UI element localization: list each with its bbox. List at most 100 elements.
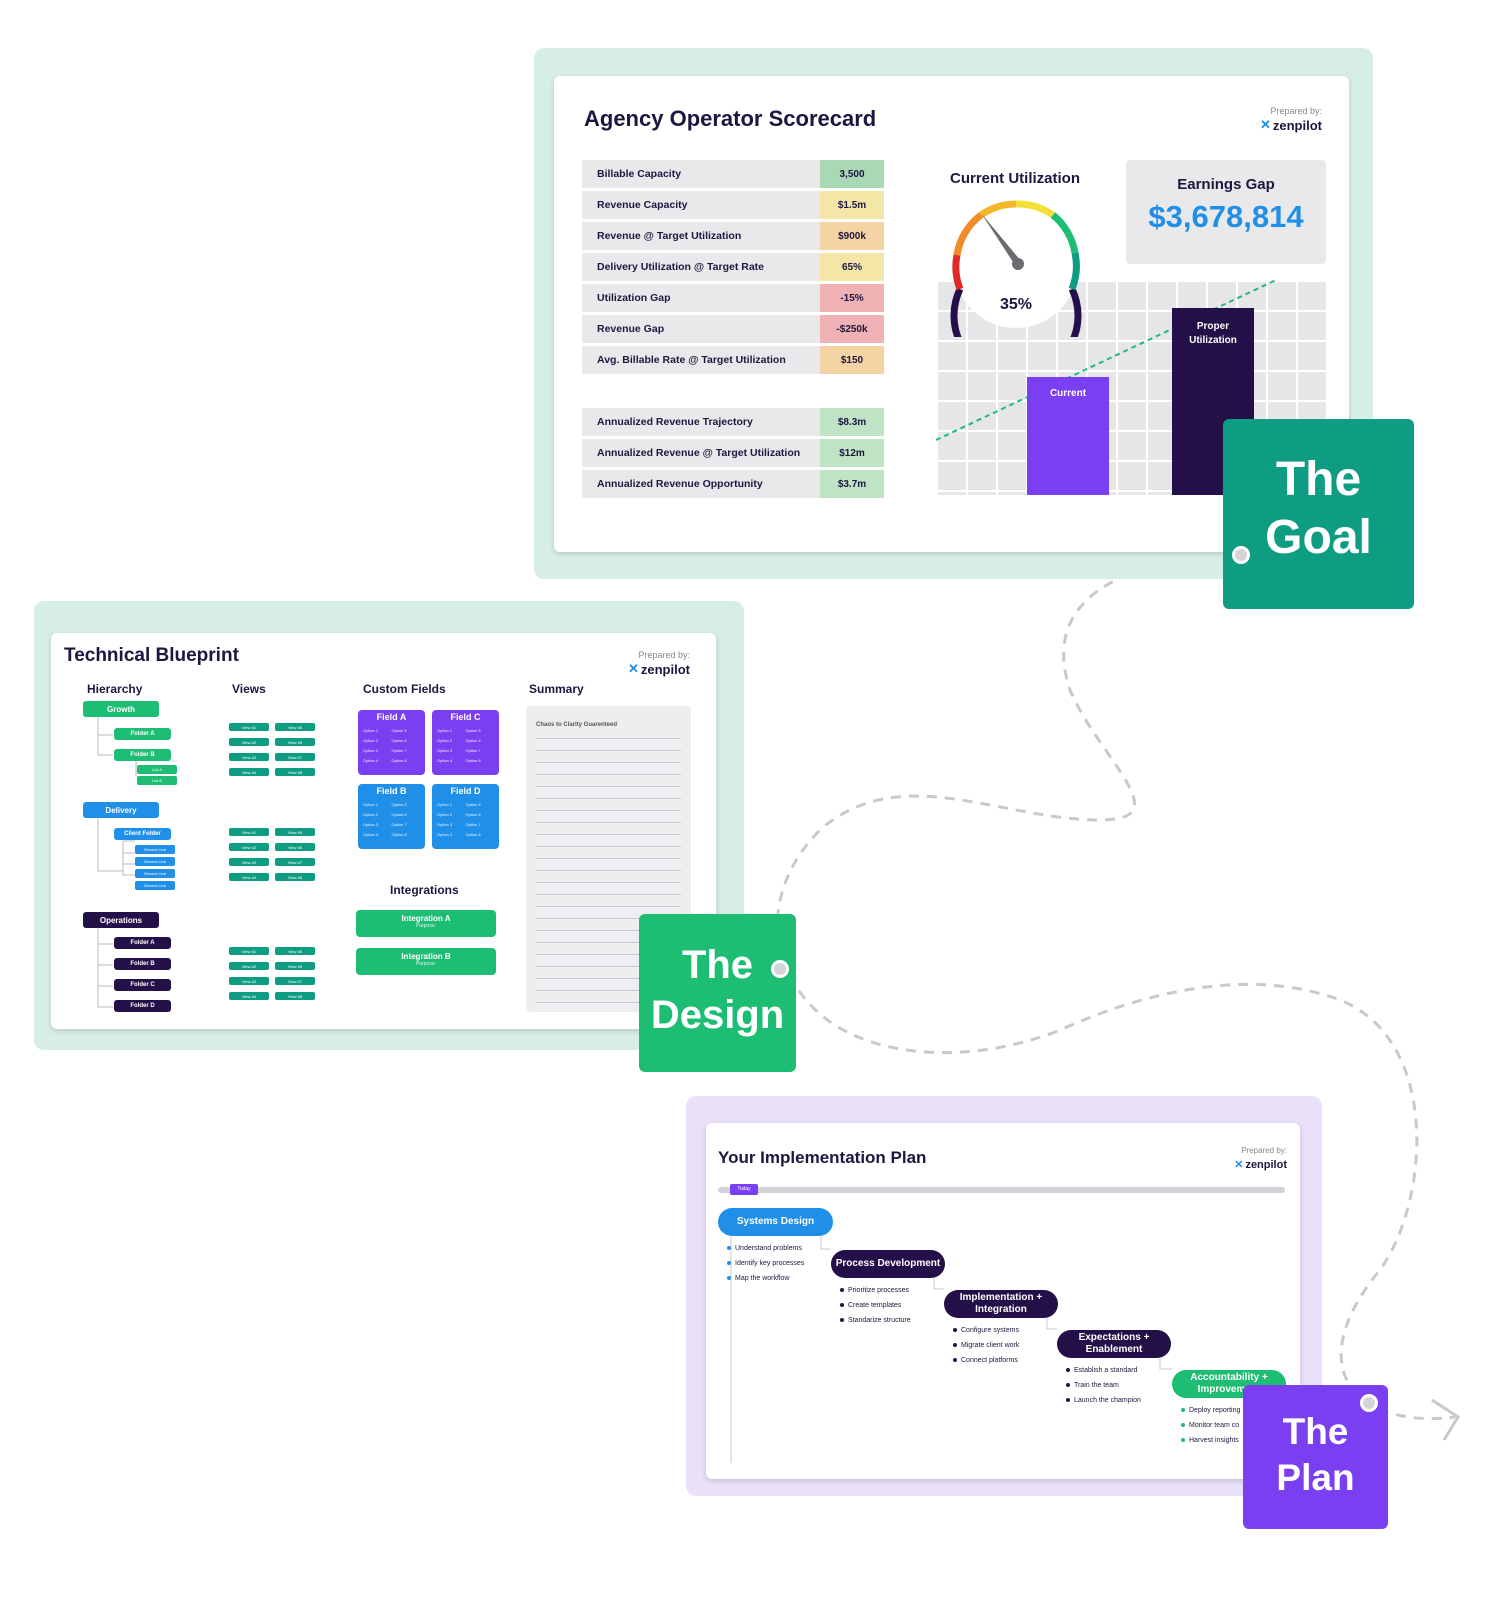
hierarchy-list-a[interactable]: List A [137, 765, 177, 774]
plan-task-item: Connect platforms [953, 1353, 1019, 1368]
view-chip[interactable]: View #7 [275, 753, 315, 761]
view-chip[interactable]: View #5 [275, 828, 315, 836]
field-option: Option 7 [391, 748, 407, 753]
view-chip[interactable]: View #6 [275, 962, 315, 970]
view-chip[interactable]: View #1 [229, 828, 269, 836]
field-option: Option 7 [391, 822, 407, 827]
hierarchy-delivery[interactable]: Delivery [83, 802, 159, 818]
hierarchy-ops-folder-b[interactable]: Folder B [114, 958, 171, 970]
field-option: Option 3 [437, 748, 453, 753]
hierarchy-folder-a[interactable]: Folder A [114, 728, 171, 740]
view-chip[interactable]: View #5 [275, 947, 315, 955]
view-chip[interactable]: View #1 [229, 947, 269, 955]
plan-step[interactable]: Process Development [831, 1250, 945, 1278]
scorecard-row-label: Annualized Revenue Trajectory [597, 416, 753, 428]
integration-a-purpose: Purpose: [415, 923, 436, 929]
view-chip[interactable]: View #2 [229, 962, 269, 970]
view-chip[interactable]: View #5 [275, 723, 315, 731]
col-summary: Summary [529, 682, 584, 696]
field-label: Field A [376, 712, 407, 722]
prepared-label: Prepared by: [1270, 106, 1322, 116]
field-option: Option 8 [465, 758, 481, 763]
hierarchy-ops-folder-d[interactable]: Folder D [114, 1000, 171, 1012]
view-chip[interactable]: View #6 [275, 738, 315, 746]
hierarchy-growth[interactable]: Growth [83, 701, 159, 717]
blueprint-prepared-by: Prepared by: ✕zenpilot [628, 650, 690, 678]
badge-plan-line2: Plan [1276, 1457, 1355, 1498]
hierarchy-folder-b[interactable]: Folder B [114, 749, 171, 761]
field-label: Field C [450, 712, 481, 722]
hierarchy-ops-folder-a[interactable]: Folder A [114, 937, 171, 949]
view-chip[interactable]: View #8 [275, 768, 315, 776]
scorecard-row-label: Utilization Gap [597, 292, 671, 304]
bullet-icon [1181, 1438, 1185, 1443]
scorecard-row-label: Revenue @ Target Utilization [597, 230, 742, 242]
field-option: Option 4 [363, 832, 379, 837]
hierarchy-service-line[interactable]: Service Line [135, 881, 175, 890]
hierarchy-client-folder[interactable]: Client Folder [114, 828, 171, 840]
view-chip[interactable]: View #3 [229, 753, 269, 761]
scorecard-row-label: Annualized Revenue Opportunity [597, 478, 763, 490]
col-hierarchy: Hierarchy [87, 682, 143, 696]
scorecard-row-value: $3.7m [820, 470, 884, 498]
hierarchy-ops-folder-c[interactable]: Folder C [114, 979, 171, 991]
prepared-label: Prepared by: [1241, 1146, 1287, 1155]
scorecard-row-value: -15% [820, 284, 884, 312]
zenpilot-logo: ✕zenpilot [627, 661, 690, 677]
view-chip[interactable]: View #6 [275, 843, 315, 851]
view-chip[interactable]: View #7 [275, 858, 315, 866]
view-chip[interactable]: View #2 [229, 738, 269, 746]
scorecard-row-label: Revenue Capacity [597, 199, 688, 211]
badge-design-line2: Design [650, 993, 785, 1037]
field-option: Option 5 [465, 802, 481, 807]
bullet-icon [727, 1261, 731, 1266]
plan-today-marker: Today [730, 1184, 758, 1195]
plan-step[interactable]: Systems Design [718, 1208, 833, 1236]
plan-task-item: Deploy reporting [1181, 1403, 1240, 1418]
bullet-icon [1066, 1368, 1070, 1373]
bar-proper-label: Proper Utilization [1189, 321, 1237, 346]
view-chip[interactable]: View #7 [275, 977, 315, 985]
view-chip[interactable]: View #1 [229, 723, 269, 731]
plan-task-item: Understand problems [727, 1241, 804, 1256]
view-chip[interactable]: View #8 [275, 992, 315, 1000]
bullet-icon [953, 1343, 957, 1348]
view-chip[interactable]: View #3 [229, 858, 269, 866]
view-chip[interactable]: View #3 [229, 977, 269, 985]
hierarchy-service-line[interactable]: Service Line [135, 845, 175, 854]
view-chip[interactable]: View #8 [275, 873, 315, 881]
integrations-title: Integrations [390, 883, 459, 897]
view-chip[interactable]: View #2 [229, 843, 269, 851]
hierarchy-list-b[interactable]: List B [137, 776, 177, 785]
hierarchy-service-line[interactable]: Service Line [135, 857, 175, 866]
plan-task-item: Monitor team co [1181, 1418, 1240, 1433]
earnings-gap-title: Earnings Gap [1177, 176, 1275, 193]
arrow-head-icon [1431, 1398, 1461, 1441]
view-chip[interactable]: View #4 [229, 768, 269, 776]
scorecard-row-label: Avg. Billable Rate @ Target Utilization [597, 354, 786, 366]
field-option: Option 3 [363, 822, 379, 827]
summary-text: Chaos to Clarity Guarenteed [536, 722, 618, 728]
view-chip[interactable]: View #4 [229, 992, 269, 1000]
integration-b[interactable]: Integration B Purpose: [356, 948, 496, 975]
hierarchy-operations[interactable]: Operations [83, 912, 159, 928]
plan-step[interactable]: Expectations + Enablement [1057, 1330, 1171, 1358]
view-chip[interactable]: View #4 [229, 873, 269, 881]
integration-a[interactable]: Integration A Purpose: [356, 910, 496, 937]
field-option: Option 8 [391, 832, 407, 837]
field-option: Option 6 [465, 738, 481, 743]
plan-step[interactable]: Implementation + Integration [944, 1290, 1058, 1318]
bullet-icon [1181, 1408, 1185, 1413]
badge-goal-line2: Goal [1265, 511, 1372, 564]
hierarchy-service-line[interactable]: Service Line [135, 869, 175, 878]
scorecard-row-label: Delivery Utilization @ Target Rate [597, 261, 765, 273]
plan-task-item: Launch the champion [1066, 1393, 1141, 1408]
bullet-icon [840, 1303, 844, 1308]
col-views: Views [232, 682, 266, 696]
